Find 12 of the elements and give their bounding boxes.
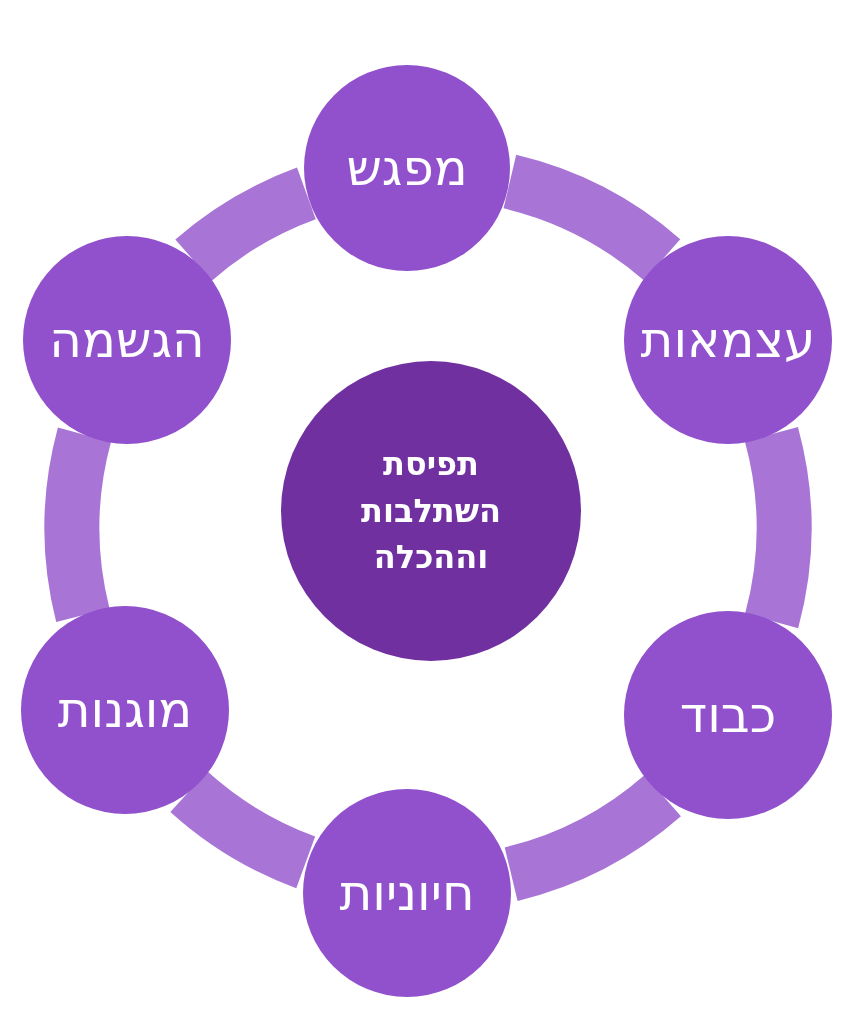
topic-label: כבוד — [679, 686, 777, 744]
topic-label: הגשמה — [49, 311, 205, 369]
topic-label: עצמאות — [640, 311, 816, 369]
topic-label: מוגנות — [57, 681, 193, 739]
ring-connector — [501, 155, 679, 282]
ring-connector — [44, 429, 112, 621]
topic-label: חיוניות — [339, 864, 475, 922]
ring-connector — [503, 773, 680, 901]
center-title: תפיסת השתלבות וההכלה — [360, 444, 502, 579]
ring-connector — [171, 770, 317, 888]
topic-label: מפגש — [346, 139, 468, 197]
ring-connector — [176, 168, 318, 282]
